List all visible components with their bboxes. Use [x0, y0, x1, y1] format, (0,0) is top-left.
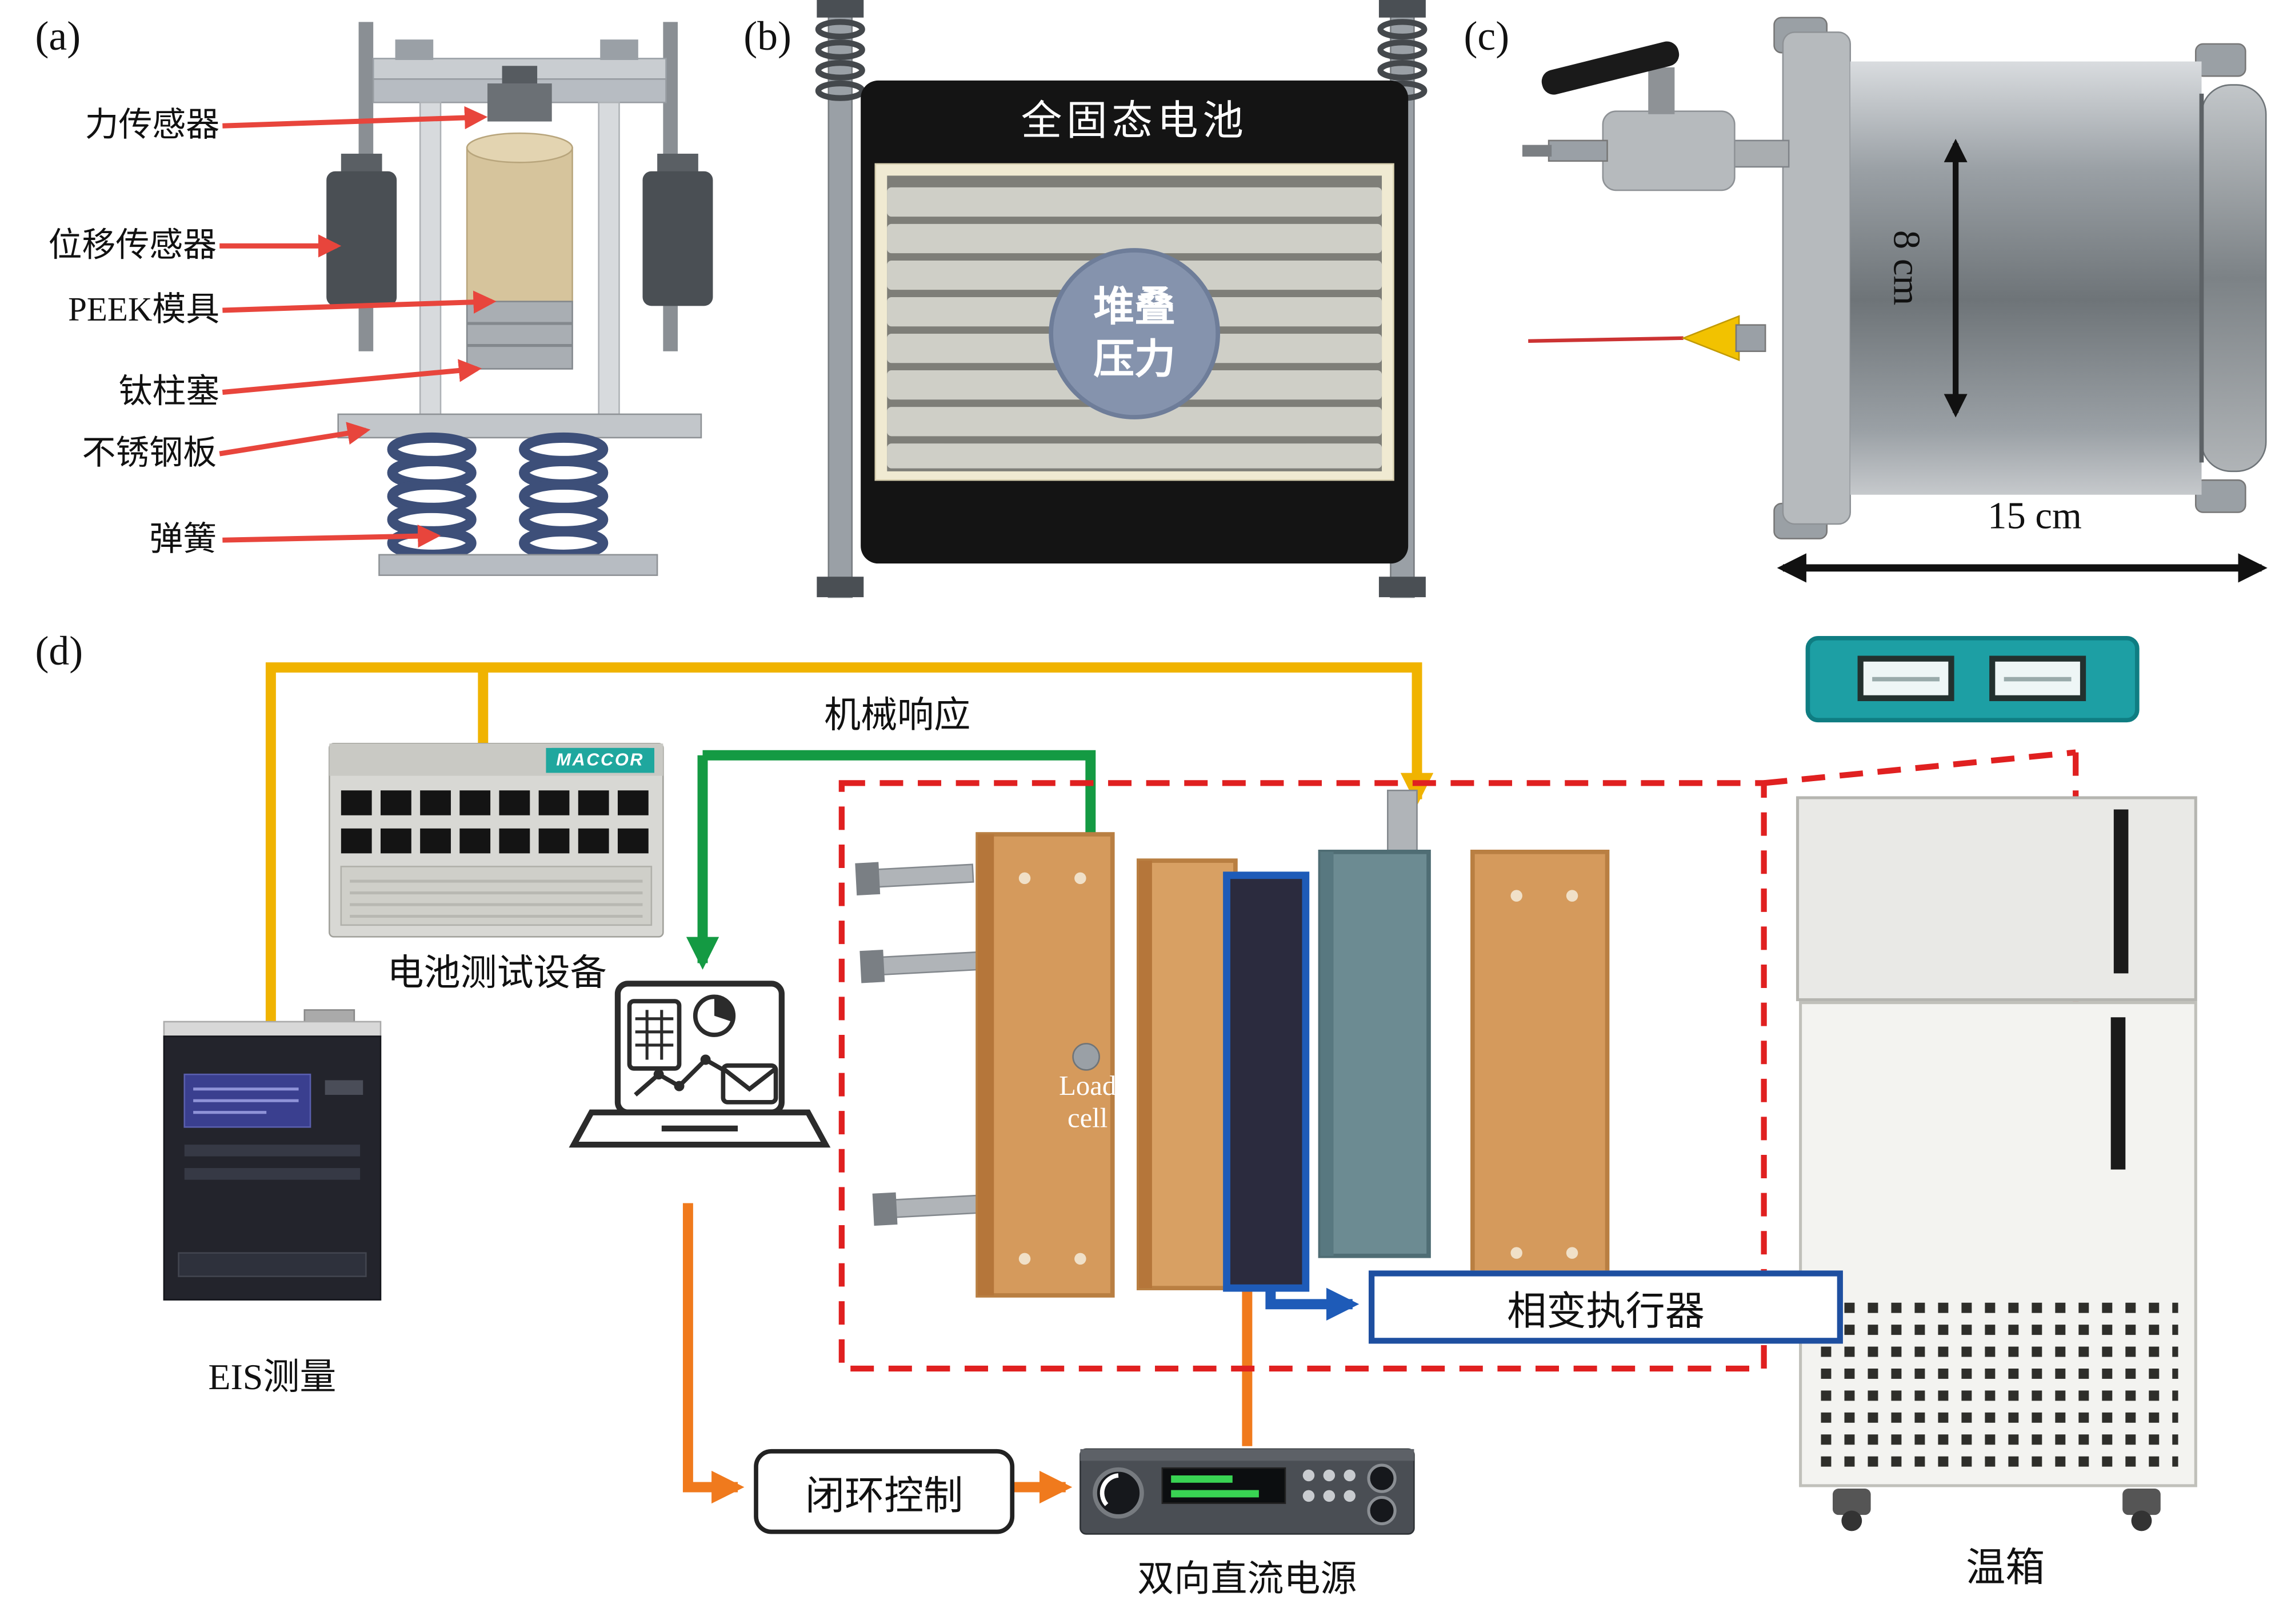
actuator-box: 相变执行器 — [1369, 1270, 1843, 1344]
vessel-flange — [1782, 31, 1852, 525]
phase-change-actuator-plate — [1223, 871, 1310, 1292]
teal-controller — [1805, 635, 2140, 723]
stack-pressure-badge — [1049, 248, 1221, 419]
laptop-icon — [569, 981, 831, 1148]
displacement-sensor-part — [326, 153, 713, 306]
spring-right-part — [519, 432, 609, 560]
panel-b-tag: (b) — [743, 14, 791, 61]
load-cell-line1: Load — [1059, 1071, 1117, 1102]
closed-loop-label: 闭环控制 — [805, 1473, 963, 1517]
fixture-title: 全固态电池 — [1021, 99, 1248, 145]
titanium-plunger-part — [466, 301, 573, 370]
press-apparatus — [326, 22, 713, 576]
panel-c-tag: (c) — [1464, 14, 1510, 61]
battery-stack — [855, 789, 1610, 1301]
length-label: 15 cm — [1988, 494, 2082, 538]
label-displacement-sensor: 位移传感器 — [48, 227, 217, 264]
yellow-signal-line — [265, 662, 1434, 1025]
stack-pressure-line2: 压力 — [1093, 338, 1176, 385]
stainless-plate-part — [337, 413, 702, 439]
orange-control-line-1 — [682, 1203, 745, 1504]
temperature-chamber — [1796, 796, 2197, 1531]
force-sensor-part — [487, 66, 552, 122]
stack-pressure-label: 堆叠 压力 — [1048, 282, 1221, 389]
eis-label: EIS测量 — [208, 1358, 337, 1398]
corner-springs — [815, 19, 1428, 101]
power-supply-label: 双向直流电源 — [1137, 1560, 1357, 1600]
label-arrows — [219, 106, 497, 548]
stack-pressure-line1: 堆叠 — [1093, 285, 1176, 331]
label-force-sensor: 力传感器 — [85, 106, 220, 144]
end-plate-front — [975, 832, 1115, 1298]
panel-a-tag: (a) — [35, 14, 81, 61]
cell-stack-layers — [887, 175, 1382, 471]
pouch-cell — [1318, 789, 1431, 1258]
label-peek-mold: PEEK模具 — [68, 291, 220, 328]
battery-fixture — [815, 0, 1428, 598]
maccor-logo: MACCOR — [549, 747, 651, 771]
power-supply — [1079, 1448, 1415, 1535]
panel-d-tag: (d) — [35, 629, 83, 675]
peek-mold-part — [466, 132, 573, 302]
maccor-tester — [329, 742, 664, 938]
eis-instrument — [163, 1009, 382, 1301]
actuator-label: 相变执行器 — [1507, 1289, 1705, 1333]
label-titanium-plunger: 钛柱塞 — [118, 373, 220, 410]
clamp-bolts — [855, 862, 991, 1226]
diameter-label: 8 cm — [1885, 230, 1928, 306]
battery-tester-label: 电池测试设备 — [387, 954, 607, 994]
load-cell-part — [1072, 1043, 1100, 1071]
end-plate-back — [1470, 849, 1610, 1301]
chamber-label: 温箱 — [1966, 1545, 2045, 1590]
pressure-vessel — [1522, 17, 2268, 583]
mid-plate — [1137, 858, 1238, 1290]
needle-port-icon — [1528, 315, 1766, 362]
label-stainless-plate: 不锈钢板 — [82, 434, 217, 471]
valve-icon — [1522, 41, 1790, 191]
vessel-cap — [2201, 84, 2267, 473]
closed-loop-box: 闭环控制 — [754, 1449, 1015, 1534]
load-cell-label: Load cell — [1042, 1071, 1133, 1135]
mechanical-response-label: 机械响应 — [824, 697, 971, 737]
label-spring: 弹簧 — [149, 521, 217, 558]
load-cell-line2: cell — [1067, 1103, 1108, 1134]
vessel-body — [1850, 61, 2202, 495]
